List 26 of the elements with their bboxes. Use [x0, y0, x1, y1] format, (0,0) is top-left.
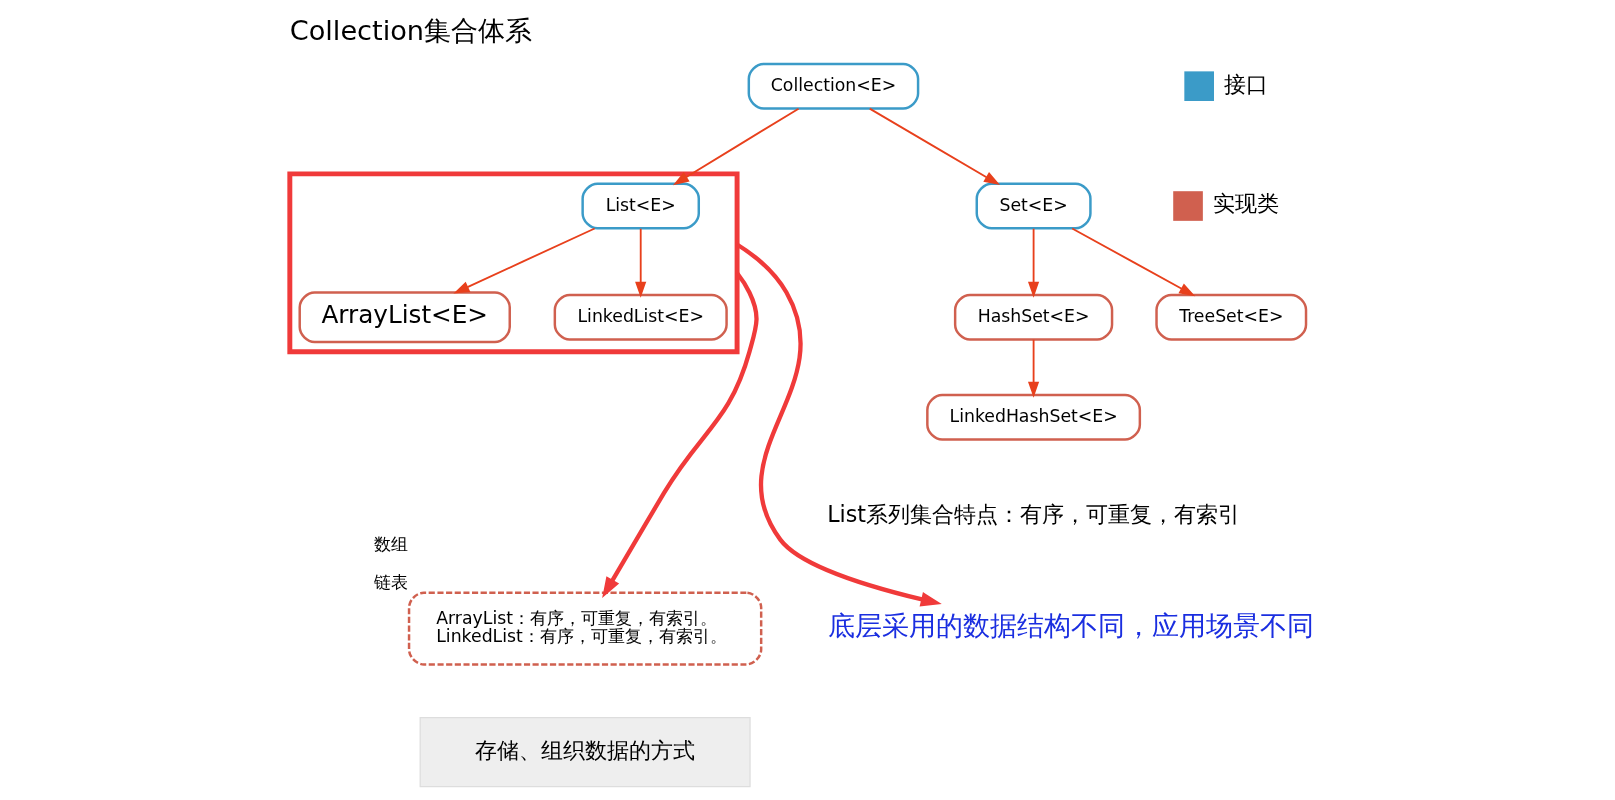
- arrow: [868, 107, 1001, 186]
- node-box: TreeSet<E>: [1155, 293, 1308, 341]
- arrow: [635, 227, 647, 298]
- arrow: [602, 271, 759, 599]
- arrow: [1071, 227, 1196, 297]
- node-box: ArrayList<E>: [298, 291, 511, 344]
- node-text: 底层采用的数据结构不同，应用场景不同: [827, 610, 1314, 642]
- arrow: [1027, 338, 1040, 398]
- node-label: 链表: [374, 572, 409, 593]
- node-box: List<E>: [581, 182, 700, 230]
- arrow: [453, 227, 596, 294]
- node-box: LinkedList<E>: [553, 293, 728, 341]
- node-box: Collection<E>: [747, 62, 920, 110]
- diagram-title: Collection集合体系: [289, 14, 533, 46]
- node-box: LinkedHashSet<E>: [926, 393, 1142, 441]
- legend-label: 实现类: [1212, 190, 1279, 217]
- arrow: [672, 107, 800, 186]
- node-label: 数组: [374, 533, 409, 554]
- label: List系列集合特点：有序，可重复，有索引: [827, 500, 1241, 527]
- node-box: 存储、组织数据的方式: [419, 716, 751, 788]
- legend-label: 接口: [1223, 70, 1268, 97]
- node-box: ArrayList：有序，可重复，有索引。 LinkedList：有序，可重复，有索引。: [407, 591, 763, 666]
- arrow: [735, 242, 942, 607]
- arrow: [1027, 227, 1040, 298]
- node-box: HashSet<E>: [953, 293, 1114, 341]
- node-box: Set<E>: [975, 182, 1092, 230]
